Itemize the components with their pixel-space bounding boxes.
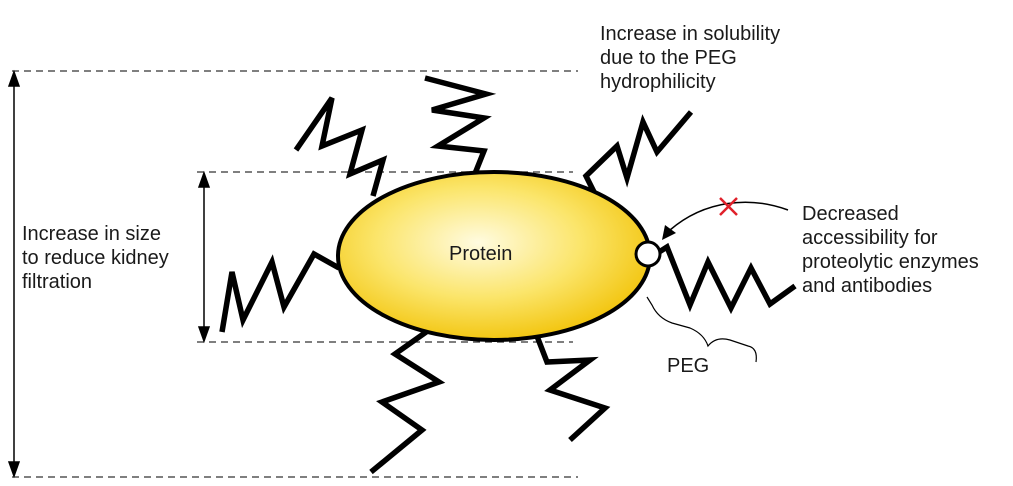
accessibility-label-line-3: proteolytic enzymes xyxy=(802,251,979,273)
accessibility-label-line-1: Decreased xyxy=(802,203,899,225)
size-label-line-2: to reduce kidney xyxy=(22,247,169,269)
inner-size-arrow xyxy=(197,170,211,344)
solubility-label: Increase in solubility due to the PEG hy… xyxy=(600,22,780,94)
protein-label: Protein xyxy=(449,243,513,265)
blocked-cross-icon xyxy=(719,197,738,216)
peg-chain-top-left xyxy=(293,96,388,197)
accessibility-label-line-4: and antibodies xyxy=(802,275,933,297)
peg-label: PEG xyxy=(667,355,710,377)
size-label: Increase in size to reduce kidney filtra… xyxy=(22,222,169,294)
accessibility-label-line-2: accessibility for xyxy=(802,227,938,249)
solubility-label-line-1: Increase in solubility xyxy=(600,23,781,45)
solubility-label-line-3: hydrophilicity xyxy=(600,71,716,93)
size-label-line-3: filtration xyxy=(22,271,93,293)
peg-chain-bottom-left xyxy=(369,327,446,475)
blocked-access-arrowhead xyxy=(662,225,676,240)
peg-brace xyxy=(646,296,757,363)
protein-notch xyxy=(634,240,662,268)
peg-chains xyxy=(219,75,797,475)
peg-chain-top-right xyxy=(582,110,694,200)
blocked-access-arrow xyxy=(669,201,789,231)
peg-chain-right xyxy=(646,242,797,315)
solubility-label-line-2: due to the PEG xyxy=(600,47,737,69)
accessibility-label: Decreased accessibility for proteolytic … xyxy=(802,202,979,298)
peg-chain-bottom-right xyxy=(532,330,611,443)
outer-size-arrow xyxy=(7,69,21,479)
peg-chain-left xyxy=(219,250,341,333)
peg-chain-top xyxy=(424,75,497,178)
size-label-line-1: Increase in size xyxy=(22,223,161,245)
